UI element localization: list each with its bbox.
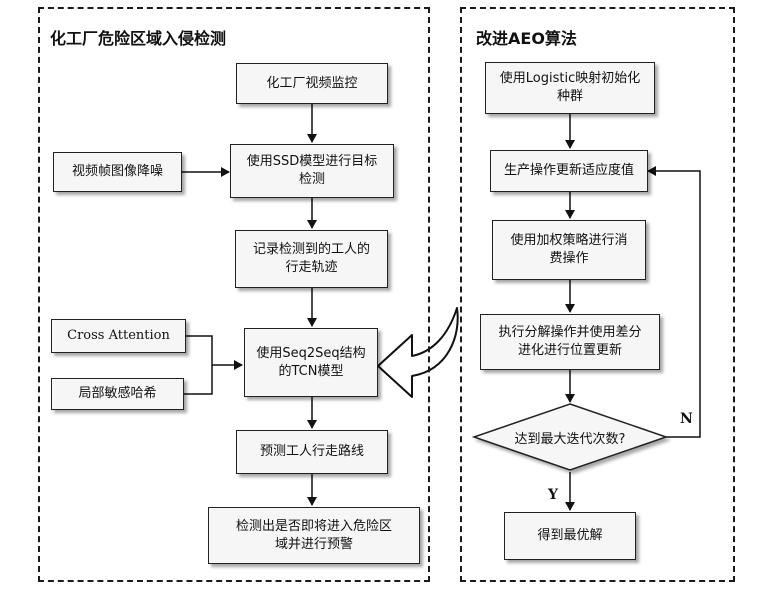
box-decomposition: 执行分解操作并使用差分 进化进行位置更新 — [480, 314, 660, 370]
box-init-population: 使用Logistic映射初始化 种群 — [485, 62, 655, 114]
box-seq2seq-tcn: 使用Seq2Seq结构 的TCN模型 — [244, 328, 378, 397]
box-production: 生产操作更新适应度值 — [490, 150, 648, 192]
hollow-arrow-aeo-to-tcn — [377, 307, 459, 398]
right-panel — [460, 7, 735, 582]
label-yes: Y — [548, 487, 558, 503]
box-video-monitor: 化工厂视频监控 — [236, 63, 388, 104]
box-best-solution: 得到最优解 — [504, 512, 636, 560]
right-panel-title: 改进AEO算法 — [476, 29, 577, 48]
arrow-decision-no-loop — [647, 166, 701, 438]
decision-label: 达到最大迭代次数? — [514, 432, 626, 447]
left-panel-title: 化工厂危险区域入侵检测 — [50, 29, 227, 48]
box-record-trajectory: 记录检测到的工人的 行走轨迹 — [235, 230, 388, 288]
decision-diamond — [471, 403, 669, 471]
label-no: N — [680, 411, 693, 427]
box-cross-attention: Cross Attention — [51, 319, 186, 353]
box-lsh: 局部敏感哈希 — [51, 378, 184, 410]
left-panel — [38, 7, 430, 582]
box-ssd-detection: 使用SSD模型进行目标 检测 — [230, 144, 394, 198]
box-denoise: 视频帧图像降噪 — [53, 152, 182, 192]
box-warning: 检测出是否即将进入危险区 域并进行预警 — [208, 507, 420, 564]
box-predict-route: 预测工人行走路线 — [236, 430, 388, 474]
box-consumption: 使用加权策略进行消 费操作 — [492, 220, 646, 280]
